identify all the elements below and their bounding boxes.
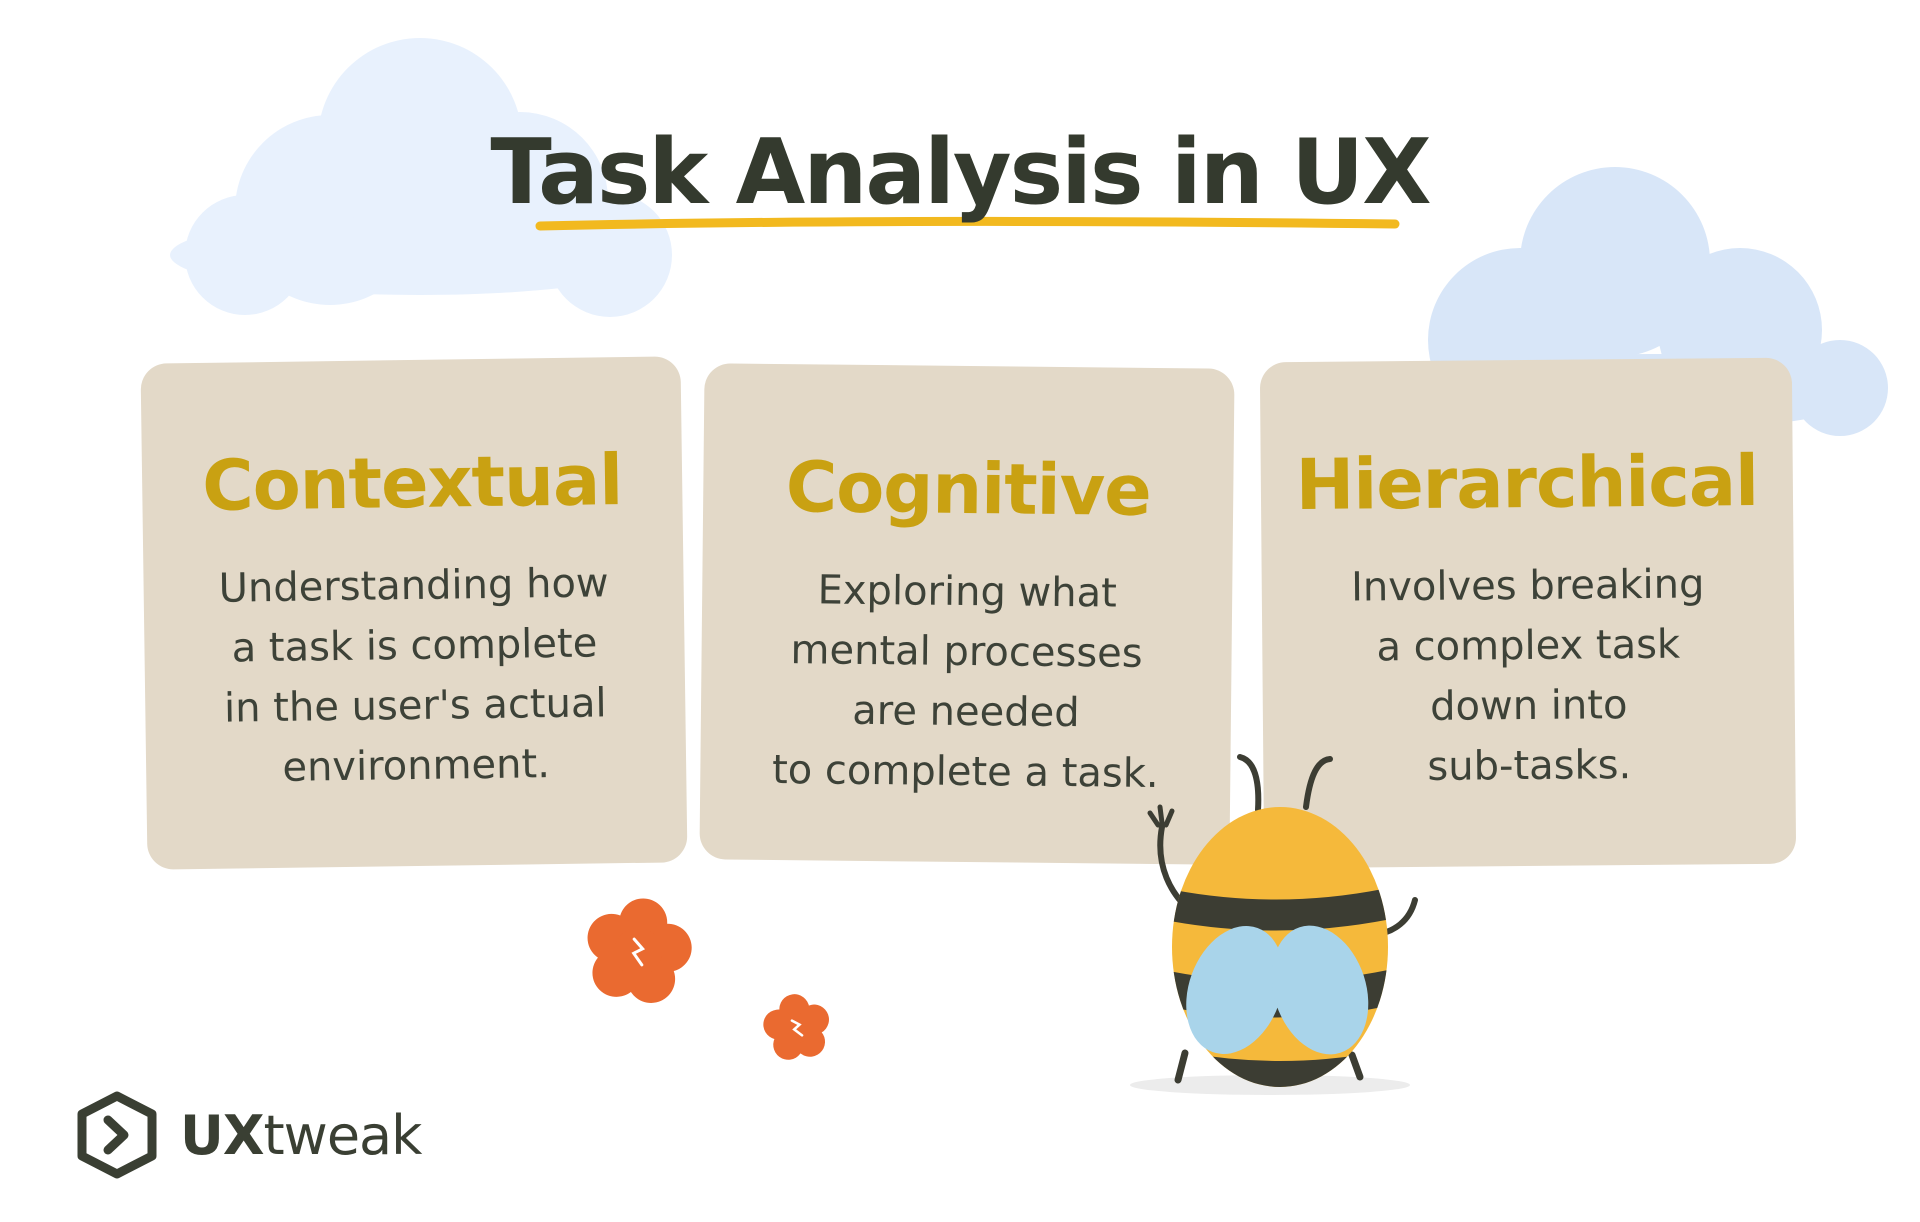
uxtweak-logo-icon	[77, 1091, 157, 1179]
brand-logo: UXtweak	[72, 1090, 422, 1180]
brand-name-regular: tweak	[263, 1103, 422, 1167]
bee-mascot	[1130, 754, 1418, 1095]
flower-icon	[763, 994, 829, 1060]
title-underline	[535, 216, 1400, 231]
cloud-icon	[170, 38, 672, 317]
flower-icon	[587, 898, 692, 1003]
brand-name-bold: UX	[180, 1103, 264, 1167]
brand-name: UXtweak	[180, 1103, 422, 1167]
page-title: Task Analysis in UX	[490, 120, 1431, 225]
